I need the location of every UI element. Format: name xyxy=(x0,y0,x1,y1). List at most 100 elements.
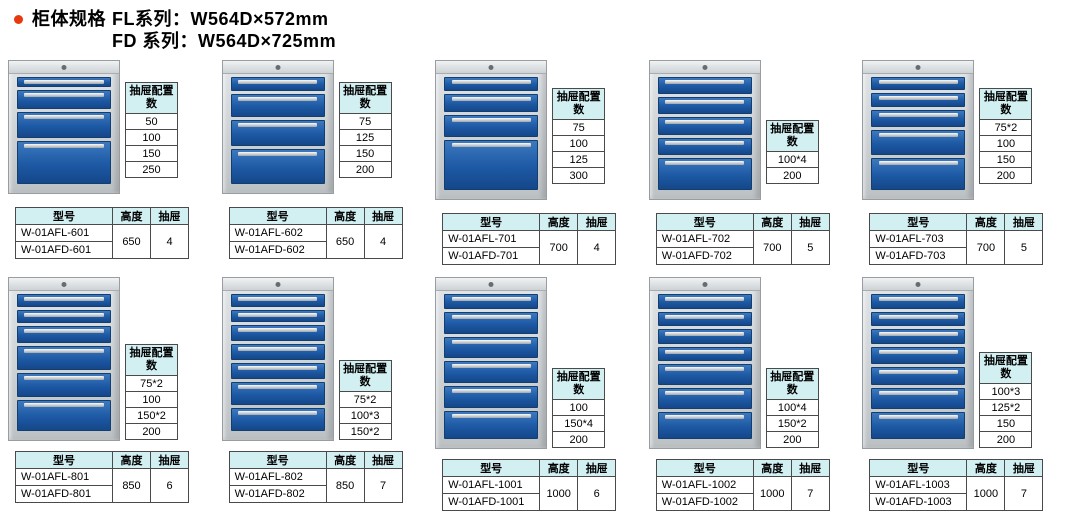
keyhole-icon xyxy=(275,282,281,287)
model-number-fd: W-01AFD-703 xyxy=(869,247,968,265)
drawer-column-header: 抽屉 xyxy=(790,213,830,231)
model-spec-table: 型号 高度 抽屉 W-01AFL-1002 1000 7 W-01AFD-100… xyxy=(655,459,830,511)
model-number-fl: W-01AFL-802 xyxy=(228,468,327,486)
drawer-front xyxy=(657,411,752,440)
drawer-front xyxy=(230,382,325,405)
config-value: 75 xyxy=(552,119,606,136)
cabinet-drawer-stack xyxy=(9,74,119,193)
drawer-front xyxy=(657,117,752,135)
height-value: 700 xyxy=(752,230,792,265)
model-spec-table: 型号 高度 抽屉 W-01AFL-702 700 5 W-01AFD-702 xyxy=(655,213,830,265)
model-number-fl: W-01AFL-601 xyxy=(15,224,113,242)
cabinet-image xyxy=(8,277,120,441)
config-value: 100 xyxy=(552,135,606,152)
cabinet-drawer-stack xyxy=(650,291,760,448)
drawer-front xyxy=(17,141,111,184)
model-number-fl: W-01AFL-602 xyxy=(228,224,327,242)
model-column-header: 型号 xyxy=(228,207,327,225)
height-column-header: 高度 xyxy=(325,207,365,225)
config-value: 50 xyxy=(125,113,178,130)
model-number-fd: W-01AFD-702 xyxy=(655,247,754,265)
config-value: 100 xyxy=(552,399,606,416)
model-spec-table: 型号 高度 抽屉 W-01AFL-801 850 6 W-01AFD-801 xyxy=(15,451,189,503)
fd-series-spec: FD 系列：W564D×725mm xyxy=(112,31,337,51)
config-value: 75*2 xyxy=(979,119,1033,136)
drawer-config-header: 抽屉配置数 xyxy=(552,368,606,400)
keyhole-icon xyxy=(915,65,921,70)
drawer-front xyxy=(657,137,752,155)
drawer-front xyxy=(657,311,752,327)
config-value: 125*2 xyxy=(979,399,1033,416)
height-value: 850 xyxy=(112,468,151,503)
config-value: 200 xyxy=(338,161,392,178)
drawer-config-header: 抽屉配置数 xyxy=(765,368,819,400)
config-value: 125 xyxy=(338,129,392,146)
model-spec-table: 型号 高度 抽屉 W-01AFL-1003 1000 7 W-01AFD-100… xyxy=(869,459,1044,511)
drawer-count-value: 5 xyxy=(1004,230,1044,265)
drawer-front xyxy=(871,93,966,107)
drawer-column-header: 抽屉 xyxy=(790,459,830,477)
config-value: 75*2 xyxy=(338,391,392,408)
cabinet-image xyxy=(435,60,548,200)
keyhole-icon xyxy=(61,282,67,287)
drawer-front xyxy=(657,157,752,191)
drawer-config-header: 抽屉配置数 xyxy=(338,360,392,392)
drawer-front xyxy=(871,129,966,155)
config-value: 100*4 xyxy=(765,151,819,168)
drawer-config-header: 抽屉配置数 xyxy=(765,120,819,152)
drawer-column-header: 抽屉 xyxy=(363,207,403,225)
keyhole-icon xyxy=(702,282,708,287)
drawer-config-header: 抽屉配置数 xyxy=(552,88,606,120)
model-number-fd: W-01AFD-1003 xyxy=(869,493,968,511)
model-spec-table: 型号 高度 抽屉 W-01AFL-1001 1000 6 W-01AFD-100… xyxy=(442,459,617,511)
drawer-front xyxy=(871,411,966,439)
keyhole-icon xyxy=(915,282,921,287)
drawer-count-value: 6 xyxy=(577,476,617,511)
keyhole-icon xyxy=(488,65,494,70)
config-value: 150 xyxy=(979,151,1033,168)
drawer-front xyxy=(230,77,325,92)
config-value: 200 xyxy=(979,167,1033,184)
model-number-fd: W-01AFD-801 xyxy=(15,485,113,503)
drawer-front xyxy=(17,111,111,139)
drawer-front xyxy=(230,119,325,147)
cabinet-top-panel xyxy=(436,61,547,74)
drawer-front xyxy=(230,408,325,431)
height-column-header: 高度 xyxy=(752,213,792,231)
config-value: 100 xyxy=(979,135,1033,152)
drawer-front xyxy=(17,77,111,88)
drawer-front xyxy=(871,311,966,327)
config-value: 200 xyxy=(125,423,178,440)
drawer-config-header: 抽屉配置数 xyxy=(979,88,1033,120)
drawer-front xyxy=(657,77,752,95)
config-value: 250 xyxy=(125,161,178,178)
drawer-front xyxy=(17,294,111,307)
config-value: 300 xyxy=(552,167,606,184)
drawer-column-header: 抽屉 xyxy=(1004,459,1044,477)
model-column-header: 型号 xyxy=(15,451,113,469)
drawer-count-value: 6 xyxy=(150,468,189,503)
config-value: 200 xyxy=(552,431,606,448)
model-number-fl: W-01AFL-1003 xyxy=(869,476,968,494)
drawer-front xyxy=(17,326,111,343)
cabinet-image xyxy=(221,277,334,441)
cabinet-top-panel xyxy=(649,61,760,74)
model-number-fd: W-01AFD-1001 xyxy=(442,493,541,511)
model-column-header: 型号 xyxy=(655,213,754,231)
drawer-count-value: 4 xyxy=(577,230,617,265)
model-column-header: 型号 xyxy=(442,213,541,231)
drawer-front xyxy=(871,329,966,344)
drawer-front xyxy=(871,367,966,386)
cabinet-image xyxy=(862,277,975,449)
config-value: 200 xyxy=(979,431,1033,448)
